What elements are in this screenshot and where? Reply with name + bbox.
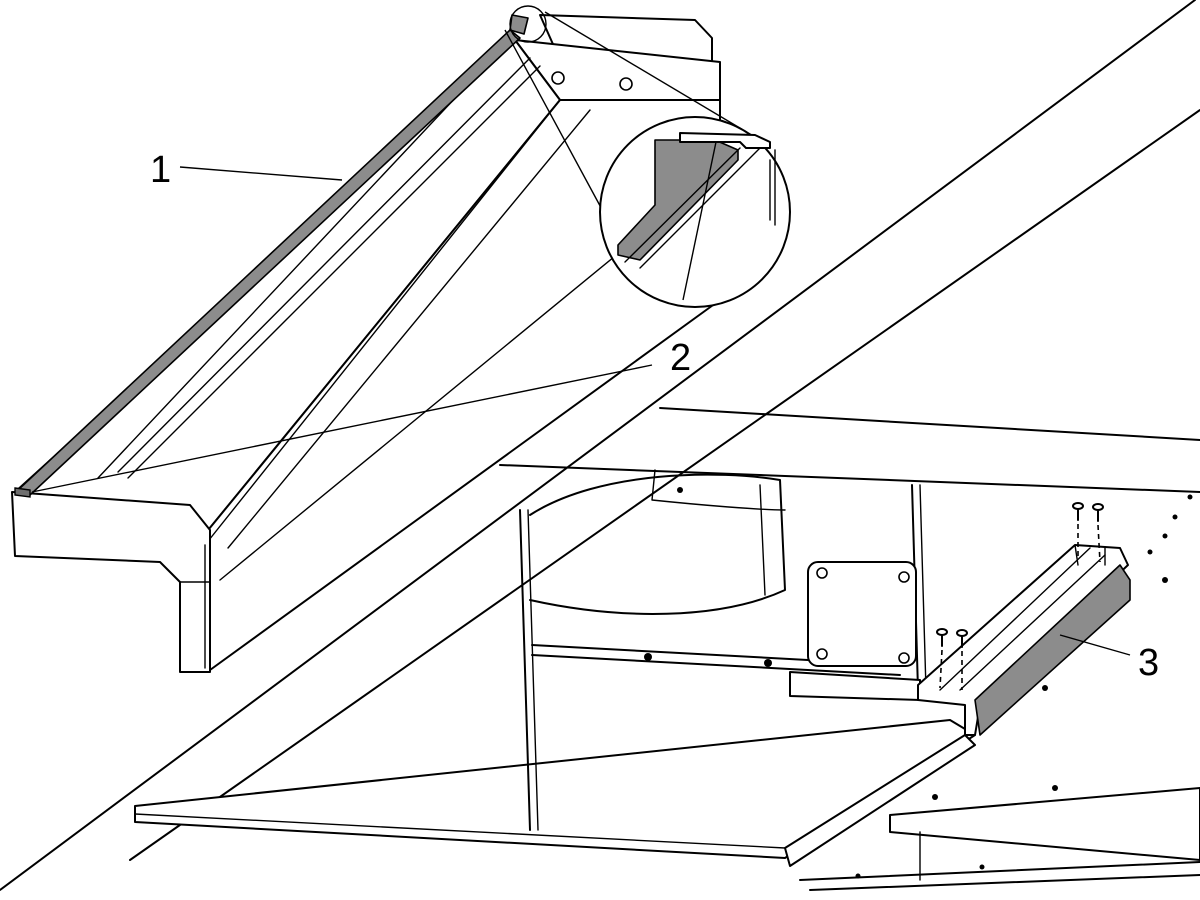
part-2-gasket: [14, 14, 529, 498]
screw-icon: [1092, 503, 1104, 563]
part-1-housing: [11, 14, 721, 673]
callout-3-label: 3: [1138, 642, 1159, 684]
detail-magnifier: [504, 5, 791, 308]
lower-deck: [134, 407, 1200, 891]
cover-plate: [807, 561, 917, 667]
callout-2-label: 2: [670, 337, 691, 379]
screw-icon: [1072, 502, 1084, 560]
callout-1-label: 1: [150, 149, 171, 191]
part-3-bracket: [917, 502, 1131, 736]
screw-icon: [936, 628, 948, 689]
screw-icon: [956, 629, 968, 690]
callout-leaders: [31, 141, 1131, 656]
fan-shroud: [529, 469, 786, 615]
